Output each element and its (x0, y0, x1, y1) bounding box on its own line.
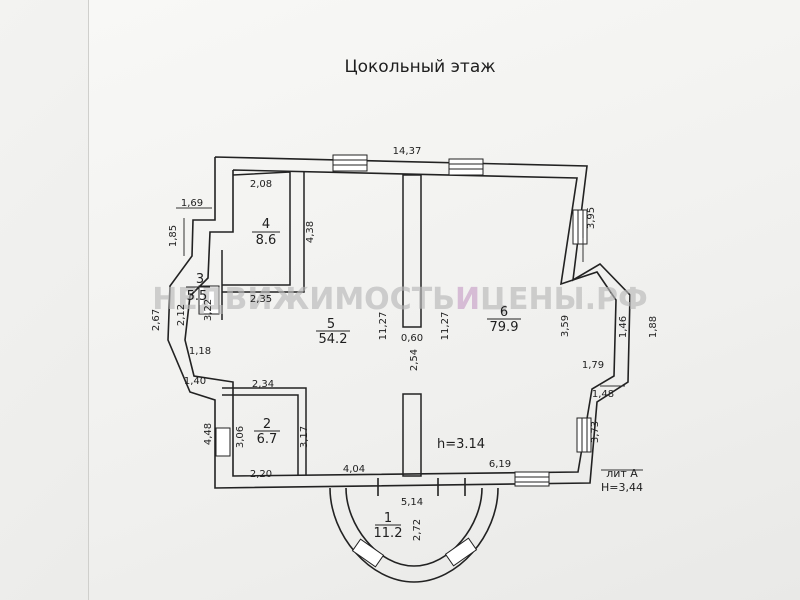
room-3-number: 3 (196, 272, 204, 287)
plan-title: Цокольный этаж (344, 57, 495, 77)
dim-448: 4,48 (203, 423, 214, 445)
dimension-labels: 14,37 1,69 2,08 2,35 1,18 1,40 0,60 1,79… (181, 146, 643, 508)
dim-208: 2,08 (250, 179, 272, 190)
stamp-height: Н=3,44 (601, 481, 643, 494)
bay-windows (351, 537, 478, 568)
room-6-number: 6 (500, 305, 508, 320)
dim-188: 1,88 (648, 316, 659, 338)
room-3-area: 5.5 (187, 289, 208, 304)
dim-179: 1,79 (582, 360, 604, 371)
dim-185: 1,85 (168, 225, 179, 247)
dim-060: 0,60 (401, 333, 423, 344)
window-icon (351, 538, 385, 568)
dim-1127b: 11,27 (440, 312, 451, 341)
dim-514: 5,14 (401, 497, 423, 508)
dimension-lines (176, 207, 643, 471)
dim-212: 2,12 (176, 304, 187, 326)
dim-1127a: 11,27 (378, 312, 389, 341)
outer-walls (167, 156, 631, 489)
dim-118: 1,18 (189, 346, 211, 357)
room-5-area: 54.2 (319, 332, 348, 347)
window-icon (444, 537, 478, 567)
bay-walls (329, 478, 499, 583)
room-labels: 1 11.2 2 6.7 3 5.5 4 8.6 5 54.2 6 79.9 h… (186, 217, 521, 541)
dim-404: 4,04 (343, 464, 365, 475)
dim-322: 3,22 (203, 299, 214, 321)
window-icon (576, 417, 592, 453)
window-icon (332, 154, 368, 172)
room-1-area: 11.2 (374, 526, 403, 541)
window-icon (514, 471, 550, 487)
dim-140: 1,40 (184, 376, 206, 387)
dim-359: 3,59 (560, 315, 571, 337)
dim-272: 2,72 (412, 519, 423, 541)
windows (198, 154, 592, 487)
room-2-area: 6.7 (257, 432, 278, 447)
dim-373: 3,73 (590, 421, 601, 443)
dim-254: 2,54 (409, 349, 420, 371)
room-1-number: 1 (384, 511, 392, 526)
room-6-area: 79.9 (490, 320, 519, 335)
dim-234: 2,34 (252, 379, 274, 390)
room-4-area: 8.6 (256, 233, 277, 248)
dim-306: 3,06 (235, 426, 246, 448)
dim-235: 2,35 (250, 294, 272, 305)
room-2-number: 2 (263, 417, 271, 432)
dim-169: 1,69 (181, 198, 203, 209)
dim-317: 3,17 (299, 426, 310, 448)
dim-395: 3,95 (586, 207, 597, 229)
stamp-lit: лит А (606, 467, 638, 480)
room-5-number: 5 (327, 317, 335, 332)
dim-148: 1,48 (592, 389, 614, 400)
window-icon (215, 427, 231, 457)
watermark: НЕДВИЖИМОСТЬИЦЕНЫ.РФ (152, 282, 648, 317)
dim-619: 6,19 (489, 459, 511, 470)
window-icon (198, 285, 220, 315)
dim-267: 2,67 (151, 309, 162, 331)
window-icon (572, 209, 588, 245)
interior-walls (221, 171, 422, 477)
dim-220: 2,20 (250, 469, 272, 480)
ceiling-height: h=3.14 (437, 437, 485, 452)
dimension-labels-vertical: 1,85 4,38 2,67 2,12 3,22 11,27 11,27 2,5… (151, 207, 659, 541)
dim-438: 4,38 (305, 221, 316, 243)
window-icon (448, 158, 484, 176)
room-4-number: 4 (262, 217, 270, 232)
dim-146: 1,46 (618, 316, 629, 338)
dim-top-total: 14,37 (393, 146, 422, 157)
